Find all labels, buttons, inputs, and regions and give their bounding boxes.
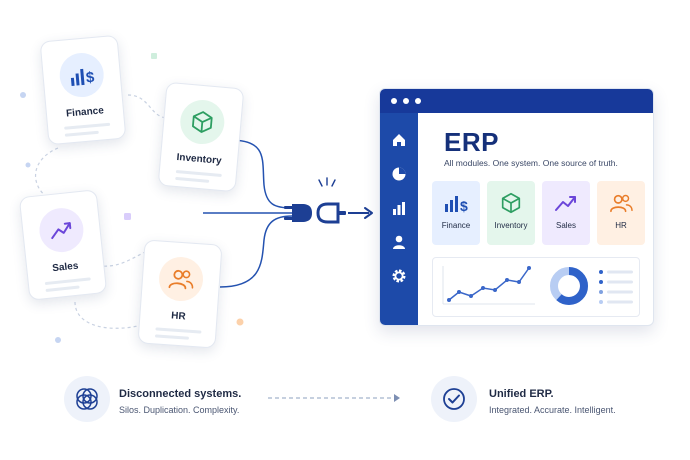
module-label: Sales xyxy=(555,221,576,230)
people-icon xyxy=(157,255,205,303)
dashed-path xyxy=(34,147,59,199)
legend-widget xyxy=(599,270,633,304)
hr-card-label: HR xyxy=(170,310,187,323)
hr-card: HR xyxy=(137,239,223,349)
placeholder-line xyxy=(64,130,99,137)
unified-subtitle: Integrated. Accurate. Intelligent. xyxy=(489,405,616,415)
home-icon[interactable] xyxy=(388,129,410,151)
box-icon xyxy=(178,98,227,146)
sales-card-label: Sales xyxy=(51,260,79,275)
trend-up-icon xyxy=(37,205,86,255)
deco-dot xyxy=(236,318,244,326)
dashed-path xyxy=(127,94,169,119)
module-tile-sales[interactable]: Sales xyxy=(542,181,590,245)
module-label: Finance xyxy=(441,221,471,230)
wire-hr xyxy=(219,215,293,288)
check-circle-icon xyxy=(431,376,477,422)
user-icon[interactable] xyxy=(388,231,410,253)
deco-dot xyxy=(20,92,26,98)
window-dot xyxy=(403,98,409,104)
bar-chart-icon[interactable] xyxy=(388,197,410,219)
arrow-head xyxy=(364,207,373,219)
module-tile-inventory[interactable]: Inventory xyxy=(487,181,535,245)
pie-chart-icon[interactable] xyxy=(388,163,410,185)
bottom-arrow-head xyxy=(394,394,400,402)
disconnected-title: Disconnected systems. xyxy=(119,388,242,400)
module-tile-finance[interactable]: $ Finance xyxy=(432,181,480,245)
disconnected-subtitle: Silos. Duplication. Complexity. xyxy=(119,405,240,415)
finance-icon: $ xyxy=(442,189,470,217)
window-dot xyxy=(391,98,397,104)
interlocking-rings-icon xyxy=(64,376,110,422)
erp-title: ERP xyxy=(444,127,499,157)
finance-card-label: Finance xyxy=(65,105,105,120)
deco-dot xyxy=(25,162,31,168)
title-bar xyxy=(380,89,653,113)
erp-tagline: All modules. One system. One source of t… xyxy=(444,158,618,168)
erp-sidebar xyxy=(380,113,418,325)
line-chart-widget xyxy=(442,266,535,305)
placeholder-line xyxy=(44,277,91,286)
placeholder-line xyxy=(175,176,210,183)
deco-dot xyxy=(55,337,61,343)
finance-card: $ Finance xyxy=(39,34,127,146)
sales-card: Sales xyxy=(18,189,108,301)
placeholder-line xyxy=(45,285,80,293)
trend-up-icon xyxy=(553,189,579,217)
finance-icon: $ xyxy=(57,51,106,99)
window-dot xyxy=(415,98,421,104)
placeholder-line xyxy=(175,169,222,177)
inventory-card-label: Inventory xyxy=(176,151,222,167)
deco-square xyxy=(124,213,131,220)
module-tile-hr[interactable]: HR xyxy=(597,181,645,245)
donut-chart-widget xyxy=(550,267,588,305)
spark xyxy=(318,179,323,187)
plug-connector-icon xyxy=(282,180,348,251)
unified-title: Unified ERP. xyxy=(489,388,554,400)
module-label: HR xyxy=(615,221,627,230)
dashboard-panel xyxy=(432,257,640,317)
wire-inventory xyxy=(229,139,293,209)
gear-icon[interactable] xyxy=(388,265,410,287)
spark xyxy=(331,179,336,187)
module-label: Inventory xyxy=(494,221,528,230)
placeholder-line xyxy=(64,122,111,130)
placeholder-line xyxy=(155,327,202,334)
deco-square xyxy=(151,53,157,59)
erp-window: ERP All modules. One system. One source … xyxy=(379,88,654,326)
inventory-card: Inventory xyxy=(157,81,245,193)
svg-text:$: $ xyxy=(85,69,95,87)
svg-text:$: $ xyxy=(460,198,468,214)
box-icon xyxy=(499,189,523,217)
placeholder-line xyxy=(154,334,190,340)
people-icon xyxy=(608,189,634,217)
